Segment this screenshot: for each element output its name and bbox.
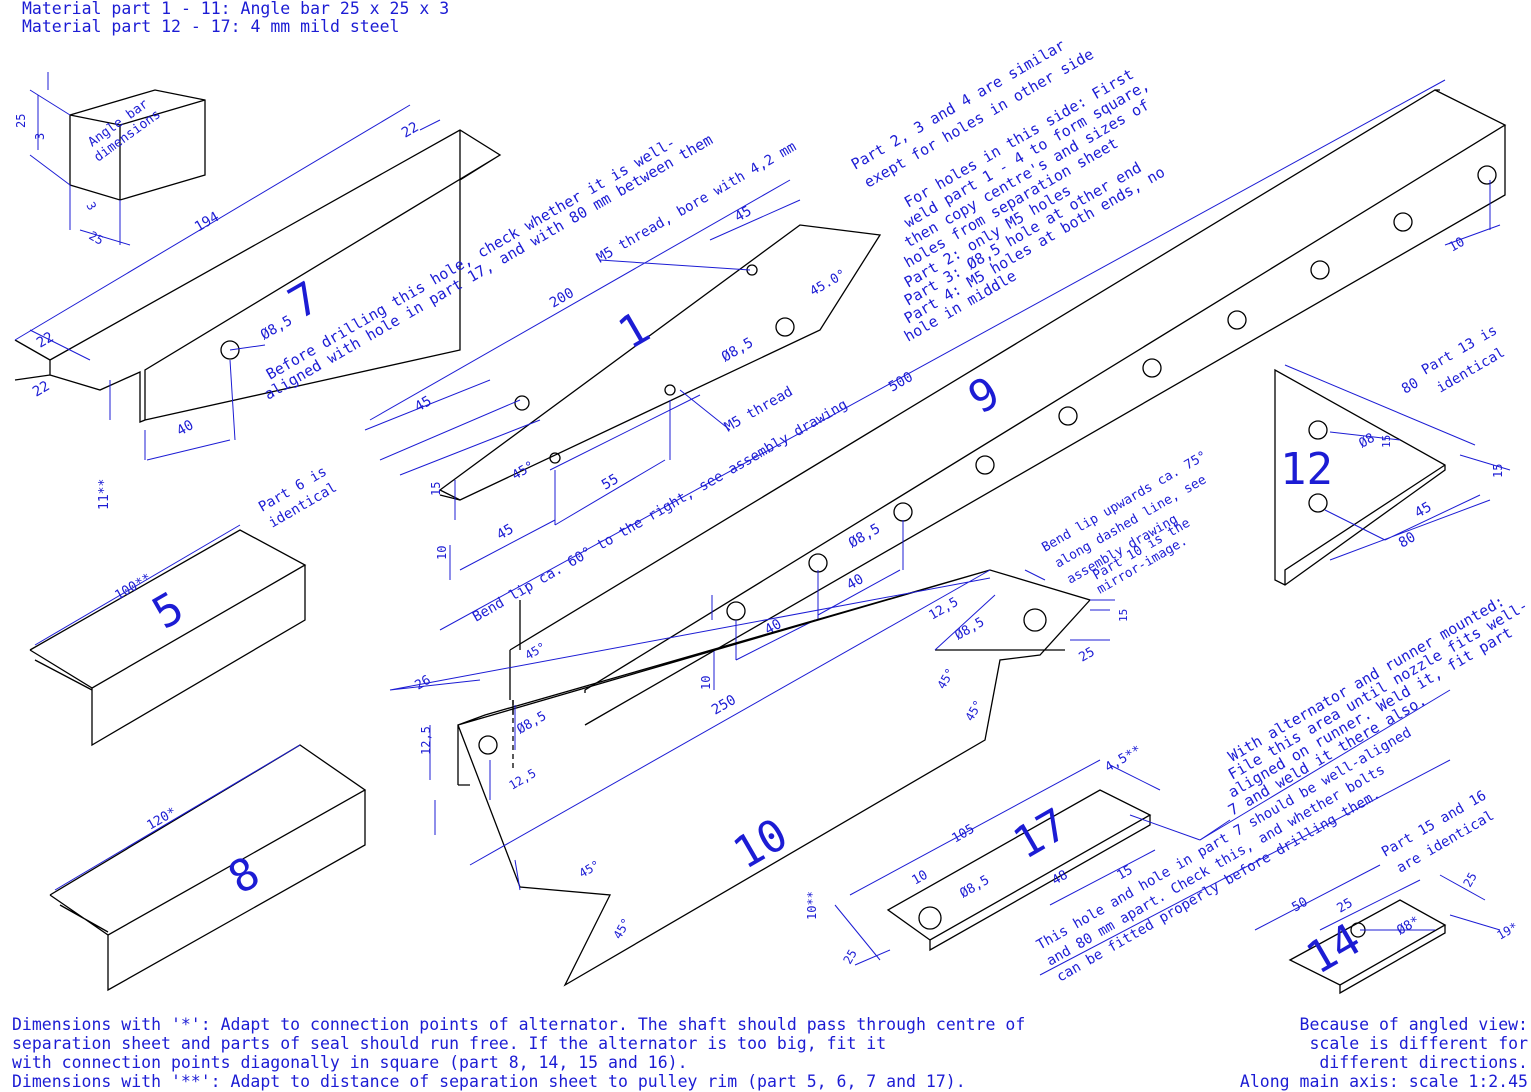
- dim-80-part12-bottom: 80: [1396, 529, 1419, 551]
- dim-15-part17: 15: [1115, 863, 1136, 884]
- angle-bar-dimensions-box: Angle bar dimensions 25 3 3 25: [14, 72, 206, 248]
- part-12: 80 45 80 Ø8 15 15 12 Part 13 is identica…: [1274, 322, 1511, 586]
- dim-80-part12-top: 80: [1399, 375, 1422, 397]
- dim-d85-part7: Ø8,5: [258, 313, 295, 344]
- dim-40-part7: 40: [174, 417, 197, 439]
- footer-left-line-3: with connection points diagonally in squ…: [12, 1053, 688, 1072]
- footer-right-line-1: Because of angled view:: [1300, 1015, 1528, 1034]
- dim-45-bottom: 45: [494, 521, 517, 543]
- dim-120: 120*: [145, 805, 180, 834]
- dim-125-part10-bottom: 12,5: [507, 766, 539, 793]
- dim-45deg-notch-a: 45°: [934, 666, 957, 692]
- note-bend60: Bend lip ca. 60° to the right, see assem…: [470, 397, 850, 626]
- dim-26: 26: [413, 673, 434, 694]
- dim-105: 105: [950, 822, 978, 847]
- footer-right: Because of angled view: scale is differe…: [1240, 1015, 1528, 1091]
- note-align-1: This hole and hole in part 7 should be w…: [1034, 725, 1414, 954]
- dim-10-part9: 10: [1447, 235, 1468, 256]
- dim-10-part1: 10: [435, 546, 449, 560]
- dim-d85-part10b: Ø8,5: [953, 615, 988, 644]
- part-5: 100** 5 Part 6 is identical: [29, 464, 340, 747]
- part-number-10: 10: [725, 809, 796, 880]
- dim-22-top: 22: [399, 119, 422, 141]
- notes-parts-2-4: Part 2, 3 and 4 are similar exept for ho…: [848, 36, 1168, 346]
- footer-left-line-2: separation sheet and parts of seal shoul…: [12, 1034, 886, 1053]
- dim-25-part14a: 25: [1335, 896, 1356, 917]
- dim-45-top: 45: [732, 203, 755, 225]
- note-drill-2: aligned with hole in part 17, and with 8…: [261, 130, 716, 403]
- part-number-9: 9: [960, 367, 1008, 424]
- dim-200: 200: [547, 285, 577, 312]
- dim-10-part9b: 10: [699, 676, 713, 690]
- dim-d85-part9: Ø8,5: [846, 521, 883, 552]
- dim-25-part14b: 25: [1460, 870, 1479, 890]
- dim-45deg-tail-a: 45°: [577, 858, 603, 881]
- dim-15-part1: 15: [429, 482, 443, 496]
- dim-d85-part17: Ø8,5: [958, 873, 993, 902]
- dim-500: 500: [886, 369, 916, 396]
- part-number-12: 12: [1280, 444, 1333, 495]
- dim-10-part17: 10: [910, 868, 931, 889]
- material-line-2: Material part 12 - 17: 4 mm mild steel: [22, 17, 400, 36]
- dim-22-bottom: 22: [30, 378, 53, 400]
- footer-left-line-1: Dimensions with '*': Adapt to connection…: [12, 1015, 1025, 1034]
- part-number-1: 1: [610, 302, 658, 359]
- dim-45-part12: 45: [1412, 499, 1435, 521]
- dim-11-part7: 11**: [97, 479, 112, 510]
- dim-25-part10: 25: [1077, 645, 1098, 666]
- footer-left: Dimensions with '*': Adapt to connection…: [12, 1015, 1025, 1091]
- dim-125-part10-top: 12,5: [927, 595, 962, 624]
- dim-45deg-tail-b: 45°: [610, 916, 633, 942]
- dim-angle-3b: 3: [83, 200, 99, 213]
- dim-48: 48: [1050, 868, 1071, 889]
- dim-angle-25: 25: [14, 114, 28, 128]
- dim-15-part12b: 15: [1491, 464, 1505, 478]
- dim-angle-3a: 3: [33, 133, 47, 140]
- dim-d85-part1: Ø8,5: [719, 335, 756, 366]
- dim-50: 50: [1290, 895, 1311, 916]
- part-number-8: 8: [220, 847, 268, 904]
- part-1: 200 45 45 45 55 15 10 45° 45.0° Ø8,5 1 M…: [364, 139, 882, 580]
- footer-right-line-4: Along main axis: scale 1:2.45: [1240, 1072, 1528, 1091]
- dim-15-part12a: 15: [1380, 435, 1393, 448]
- dim-d85-part10a: Ø8,5: [515, 709, 550, 738]
- dim-10s: 10**: [805, 891, 819, 920]
- dim-d8-part12: Ø8: [1357, 431, 1378, 452]
- dim-22-left: 22: [34, 329, 57, 351]
- dim-15-part10: 15: [1117, 609, 1130, 622]
- note-drill-1: Before drilling this hole, check whether…: [263, 133, 679, 383]
- dim-40-part9b: 40: [844, 571, 867, 593]
- footer-left-line-4: Dimensions with '**': Adapt to distance …: [12, 1072, 966, 1091]
- dim-125-part10-left: 12,5: [419, 726, 433, 755]
- dim-45deg-part1: 45°: [510, 459, 538, 484]
- footer-right-line-2: scale is different for: [1309, 1034, 1528, 1053]
- dim-25-part17: 25: [840, 947, 859, 967]
- dim-45s: 4,5**: [1103, 743, 1144, 776]
- dim-angle-25b: 25: [87, 228, 107, 247]
- dim-45deg-lip: 45°: [523, 640, 549, 663]
- dim-19: 19*: [1495, 920, 1521, 943]
- part-number-5: 5: [144, 582, 192, 639]
- material-line-1: Material part 1 - 11: Angle bar 25 x 25 …: [22, 0, 449, 18]
- dim-45-left: 45: [412, 393, 435, 415]
- part-8: 120* 8: [49, 744, 367, 992]
- footer-right-line-3: different directions.: [1319, 1053, 1528, 1072]
- dim-40-part9a: 40: [762, 616, 785, 638]
- note-m5-thread: M5 thread: [722, 384, 796, 436]
- dim-45deg-notch-b: 45°: [962, 698, 985, 724]
- dim-d8s: Ø8*: [1395, 914, 1423, 939]
- dim-55: 55: [599, 471, 622, 493]
